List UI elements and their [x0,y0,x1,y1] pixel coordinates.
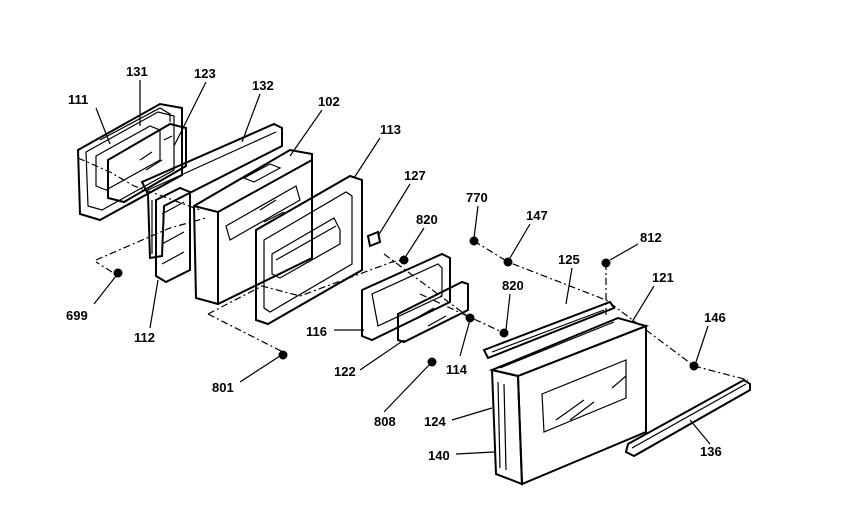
assembly-lines [77,157,749,381]
part-116-window-frame [361,252,451,342]
label-102: 102 [318,94,340,109]
part-112-frame-lower [155,186,191,284]
label-147: 147 [526,208,548,223]
label-124: 124 [424,414,446,429]
label-111: 111 [68,92,88,107]
part-136-handle [624,378,751,458]
leader-lines [93,80,711,455]
label-808: 808 [374,414,396,429]
label-116: 116 [306,324,327,339]
part-113-outer-panel [255,174,363,326]
label-125: 125 [558,252,580,267]
part-102-door-box [192,148,313,306]
label-121: 121 [652,270,674,285]
part-122-window-glass [397,280,469,344]
label-146: 146 [704,310,726,325]
label-820-mid: 820 [502,278,524,293]
part-140-door-side [490,368,524,486]
label-131: 131 [126,64,148,79]
label-820-top: 820 [416,212,438,227]
part-123-inner-glass [107,122,187,204]
label-114: 114 [446,362,468,377]
label-112: 112 [134,330,155,345]
part-111-inner-panel [76,102,183,222]
label-132: 132 [252,78,274,93]
part-labels: 111 131 123 132 102 113 127 820 770 147 … [66,64,726,463]
part-132-door-frame [140,122,283,260]
label-127: 127 [404,168,426,183]
label-140: 140 [428,448,450,463]
label-122: 122 [334,364,356,379]
part-125-top-trim [482,300,616,360]
label-812: 812 [640,230,662,245]
label-136: 136 [700,444,722,459]
label-113: 113 [380,122,401,137]
label-699: 699 [66,308,88,323]
label-801: 801 [212,380,234,395]
part-127-clip [366,230,382,248]
label-123: 123 [194,66,216,81]
part-131-gasket [99,107,171,141]
label-770: 770 [466,190,488,205]
